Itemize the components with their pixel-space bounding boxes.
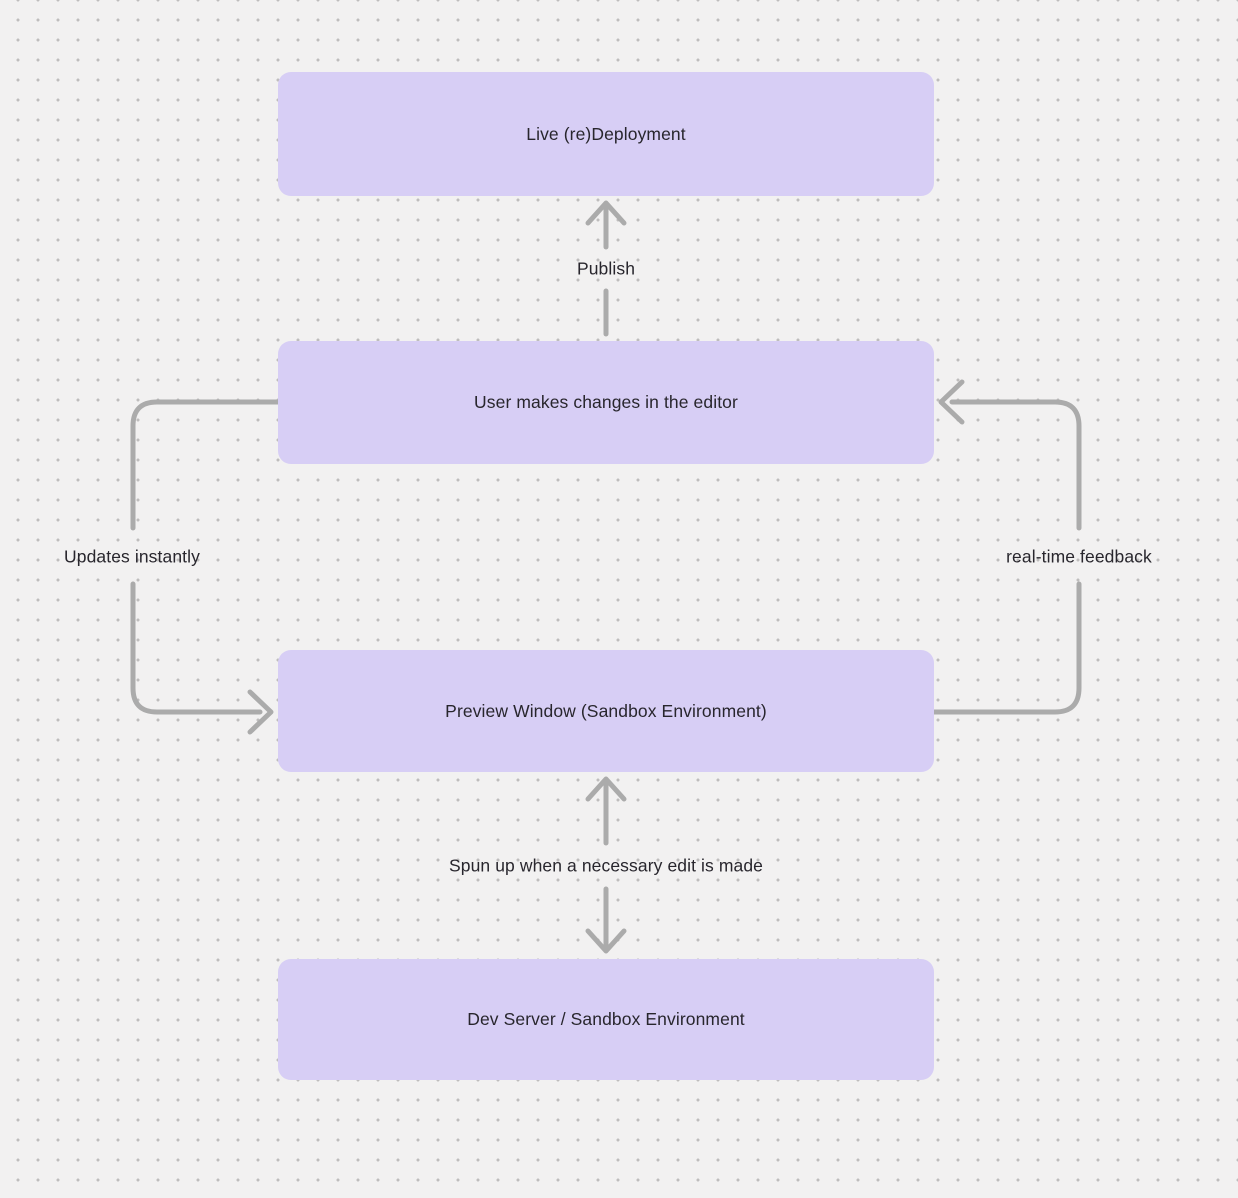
updates-arrow-segment-bottom bbox=[130, 581, 263, 715]
node-preview-window[interactable]: Preview Window (Sandbox Environment) bbox=[278, 650, 934, 772]
edge-label-updates-instantly[interactable]: Updates instantly bbox=[64, 546, 200, 567]
node-live-redeployment[interactable]: Live (re)Deployment bbox=[278, 72, 934, 196]
node-live-redeployment-label: Live (re)Deployment bbox=[526, 123, 686, 144]
edge-label-real-time-feedback[interactable]: real-time feedback bbox=[1006, 546, 1152, 567]
spun-up-arrowhead-up-icon bbox=[585, 776, 627, 802]
feedback-arrow-segment-bottom bbox=[931, 581, 1082, 715]
node-user-editor[interactable]: User makes changes in the editor bbox=[278, 341, 934, 464]
node-dev-server[interactable]: Dev Server / Sandbox Environment bbox=[278, 959, 934, 1080]
feedback-arrow-segment-top bbox=[949, 399, 1082, 531]
updates-arrow-segment-top bbox=[130, 399, 281, 531]
node-dev-server-label: Dev Server / Sandbox Environment bbox=[467, 1009, 745, 1029]
spun-up-arrowhead-down-icon bbox=[585, 928, 627, 954]
publish-arrow[interactable] bbox=[585, 200, 627, 337]
spun-up-arrow[interactable] bbox=[585, 776, 627, 954]
updates-arrowhead-right-icon bbox=[247, 689, 274, 735]
feedback-arrowhead-left-icon bbox=[938, 379, 965, 425]
node-preview-window-label: Preview Window (Sandbox Environment) bbox=[445, 700, 767, 721]
publish-arrowhead-up-icon bbox=[585, 200, 627, 226]
node-user-editor-label: User makes changes in the editor bbox=[474, 392, 738, 412]
real-time-feedback-arrow[interactable] bbox=[931, 379, 1082, 715]
edge-label-spun-up[interactable]: Spun up when a necessary edit is made bbox=[448, 855, 764, 876]
updates-instantly-arrow[interactable] bbox=[130, 399, 281, 735]
edge-label-publish[interactable]: Publish bbox=[576, 258, 636, 279]
